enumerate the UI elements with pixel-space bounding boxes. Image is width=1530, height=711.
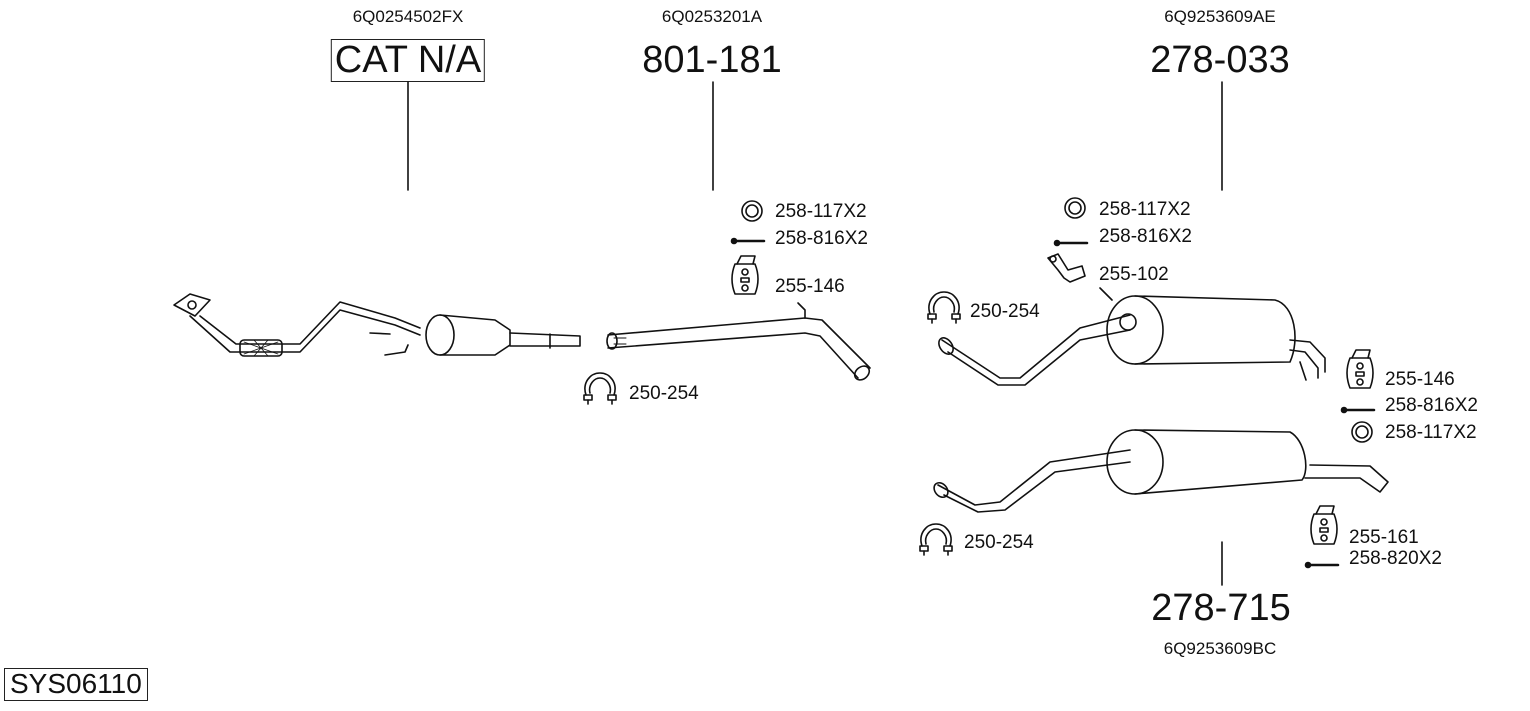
bracket-icon (1047, 253, 1086, 283)
bolt-icon (1304, 561, 1340, 569)
fitting-label[interactable]: 258-117X2 (1385, 422, 1477, 443)
oe-number-middle: 6Q0253201A (661, 7, 763, 26)
clamp-icon (583, 372, 617, 405)
gasket-ring-icon (1064, 197, 1086, 219)
bolt-icon (1340, 406, 1376, 414)
rubber-mount-icon (1346, 349, 1374, 389)
fitting-label[interactable]: 250-254 (629, 383, 699, 404)
fitting-label[interactable]: 258-117X2 (1099, 199, 1191, 220)
fitting-label[interactable]: 250-254 (964, 532, 1034, 553)
middle-pipe[interactable] (606, 302, 872, 383)
part-number-rear-upper[interactable]: 278-033 (1150, 39, 1290, 81)
rubber-mount-icon (1310, 505, 1338, 545)
system-code: SYS06110 (4, 668, 148, 701)
bolt-icon (730, 237, 766, 245)
fitting-label[interactable]: 250-254 (970, 301, 1040, 322)
fitting-label[interactable]: 258-816X2 (1099, 226, 1192, 247)
fitting-label[interactable]: 255-102 (1099, 264, 1169, 285)
part-number-rear-lower[interactable]: 278-715 (1151, 587, 1291, 629)
part-number-middle[interactable]: 801-181 (642, 39, 782, 81)
fitting-label[interactable]: 258-820X2 (1349, 548, 1442, 569)
clamp-icon (919, 523, 953, 556)
rear-silencer-lower[interactable] (931, 429, 1389, 513)
fitting-label[interactable]: 255-146 (775, 276, 845, 297)
fitting-label[interactable]: 255-161 (1349, 527, 1419, 548)
gasket-ring-icon (1351, 421, 1373, 443)
part-number-front[interactable]: CAT N/A (330, 39, 486, 82)
rear-silencer-upper[interactable] (936, 287, 1326, 386)
gasket-ring-icon (741, 200, 763, 222)
clamp-icon (927, 291, 961, 324)
fitting-label[interactable]: 258-816X2 (775, 228, 868, 249)
oe-number-front: 6Q0254502FX (352, 7, 464, 26)
fitting-label[interactable]: 258-117X2 (775, 201, 867, 222)
oe-number-rear-upper: 6Q9253609AE (1164, 7, 1276, 26)
fitting-label[interactable]: 258-816X2 (1385, 395, 1478, 416)
bolt-icon (1053, 239, 1089, 247)
front-pipe-catalyst[interactable] (173, 293, 581, 357)
oe-number-rear-lower: 6Q9253609BC (1163, 639, 1277, 658)
rubber-mount-icon (731, 255, 759, 295)
fitting-label[interactable]: 255-146 (1385, 369, 1455, 390)
